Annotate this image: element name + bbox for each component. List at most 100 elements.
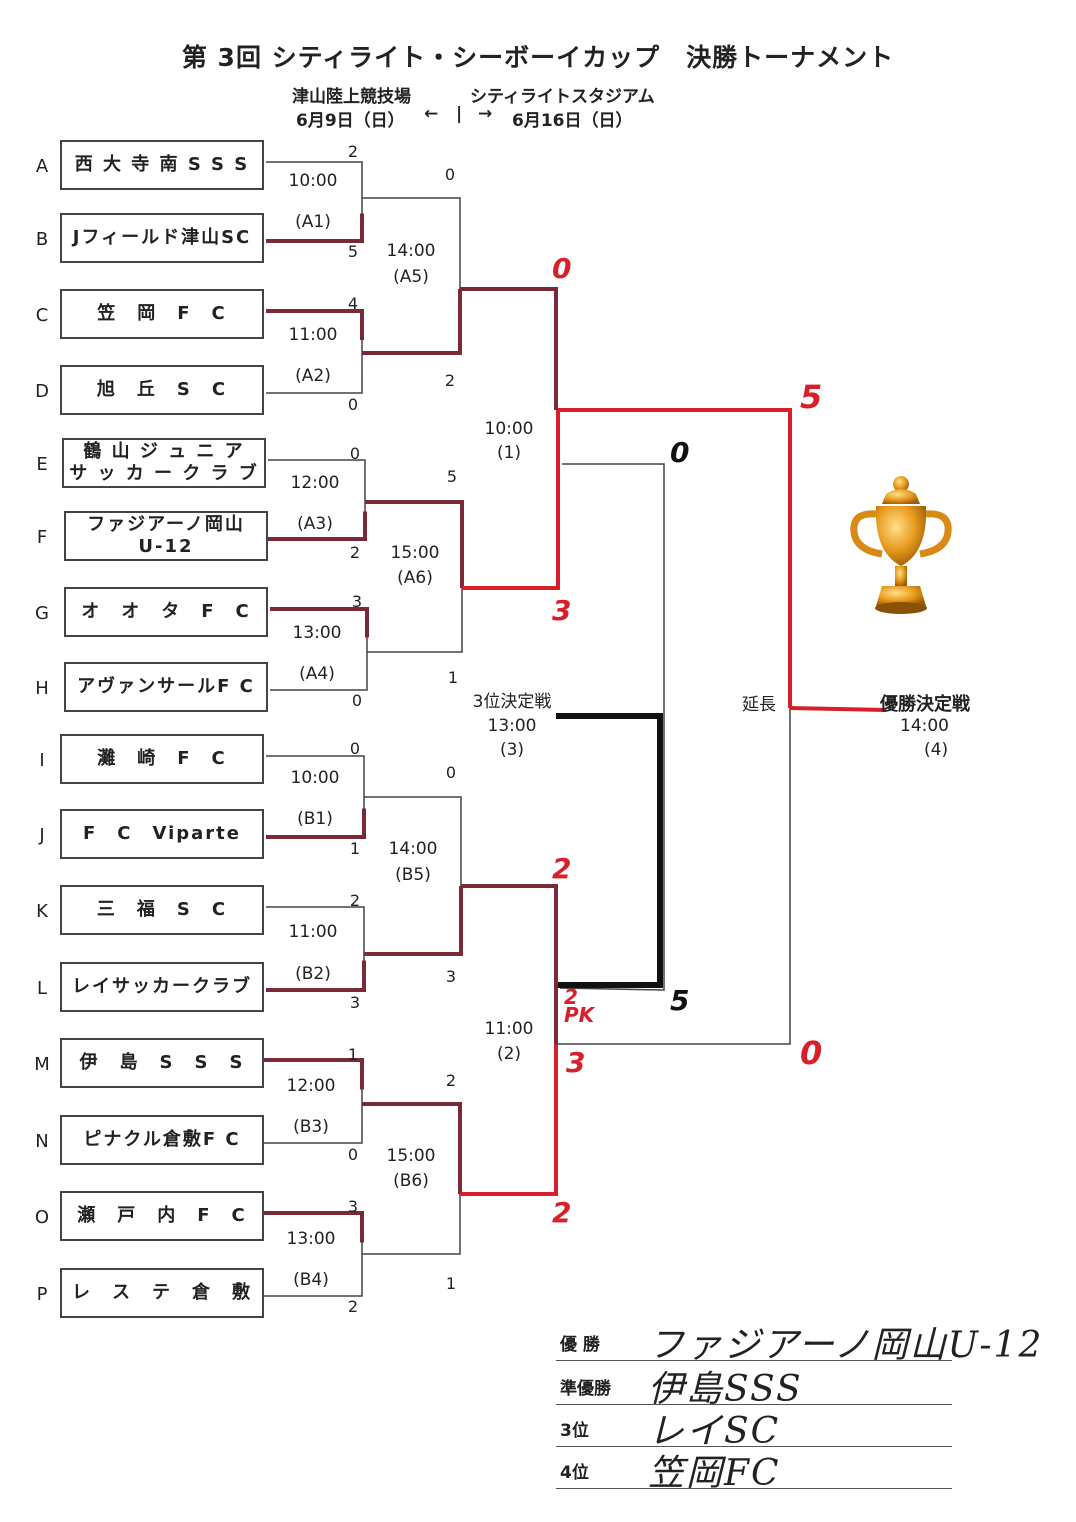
round1-score-bottom: 5 [347, 242, 359, 261]
third-place-block: 3位決定戦 13:00 (3) [462, 690, 562, 762]
team-box: 三 福 S C [60, 885, 264, 935]
result-label: 3位 [560, 1421, 589, 1441]
venue-right: シティライトスタジアム [470, 87, 655, 107]
round2-id: (A5) [393, 267, 429, 287]
final-id: (4) [924, 740, 949, 760]
round2-score-top: 5 [446, 467, 458, 486]
result-label: 優 勝 [560, 1335, 600, 1355]
team-box: レイサッカークラブ [60, 962, 264, 1012]
round1-score-bottom: 1 [349, 839, 361, 858]
team-letter: D [35, 381, 49, 402]
extra-time-label: 延長 [742, 695, 776, 715]
round1-time: 11:00 [288, 922, 338, 942]
round1-id: (B2) [295, 964, 331, 984]
round1-line-bottom [266, 340, 363, 394]
round1-score-top: 0 [349, 444, 361, 463]
round2-line-top [362, 197, 461, 289]
semi1-line-bottom [462, 410, 560, 590]
final-line-out [789, 706, 887, 712]
semi1-time: 10:00 [484, 419, 534, 439]
result-value: 笠岡FC [648, 1453, 781, 1494]
round1-score-bottom: 2 [347, 1297, 359, 1316]
round1-score-top: 3 [351, 592, 363, 611]
venue-left: 津山陸上競技場 [292, 87, 411, 107]
final-time: 14:00 [900, 716, 949, 736]
round2-line-bottom [367, 588, 463, 653]
round2-line-top [364, 796, 462, 886]
round1-id: (B3) [293, 1117, 329, 1137]
semi2-score-top: 2 [552, 852, 572, 885]
team-box: 旭 丘 S C [60, 365, 264, 415]
team-letter: M [34, 1054, 50, 1075]
round1-id: (A4) [299, 664, 335, 684]
round2-time: 14:00 [386, 241, 436, 261]
team-letter: B [35, 229, 49, 250]
result-underline [556, 1360, 952, 1361]
semi2-id: (2) [496, 1044, 522, 1064]
round1-time: 10:00 [288, 171, 338, 191]
round1-score-bottom: 0 [347, 395, 359, 414]
semi2-score-bottom: 2 [552, 1196, 572, 1229]
round1-line-top [266, 906, 365, 961]
round1-line-top [266, 309, 364, 340]
team-box: 瀬 戸 内 F C [60, 1191, 264, 1241]
final-score-top: 5 [800, 378, 823, 416]
third-place-score-top: 0 [670, 436, 690, 469]
round1-id: (A1) [295, 212, 331, 232]
round2-score-bottom: 1 [447, 668, 459, 687]
team-box: Jフィールド津山SC [60, 213, 264, 263]
third-place-id: (3) [499, 740, 525, 760]
round2-score-top: 2 [445, 1071, 457, 1090]
team-letter: A [35, 156, 49, 177]
round1-line-top [262, 1211, 364, 1243]
final-label: 優勝決定戦 [880, 694, 970, 715]
result-label: 4位 [560, 1463, 589, 1483]
team-letter: L [36, 978, 48, 999]
team-letter: E [36, 454, 48, 475]
round2-line-bottom [362, 289, 462, 355]
round1-line-bottom [270, 637, 368, 691]
team-letter: O [34, 1207, 50, 1228]
team-letter: F [36, 527, 48, 548]
round1-score-top: 4 [347, 294, 359, 313]
team-box: アヴァンサールF C [64, 662, 268, 712]
round1-time: 13:00 [292, 623, 342, 643]
result-label: 準優勝 [560, 1379, 611, 1399]
round1-time: 12:00 [290, 473, 340, 493]
round1-score-bottom: 2 [349, 543, 361, 562]
result-value: レイSC [648, 1411, 781, 1452]
round1-line-top [270, 607, 369, 638]
round1-id: (A2) [295, 366, 331, 386]
round1-score-top: 3 [347, 1197, 359, 1216]
team-box: オ オ タ F C [64, 587, 268, 637]
result-underline [556, 1404, 952, 1405]
round2-time: 15:00 [386, 1146, 436, 1166]
team-letter: N [35, 1131, 49, 1152]
semi2-pk-bottom: 3 [566, 1046, 586, 1079]
round2-score-bottom: 2 [444, 371, 456, 390]
team-box: 鶴 山 ジ ュ ニ ア サ ッ カ ー ク ラ ブ [62, 438, 266, 488]
result-underline [556, 1446, 952, 1447]
round1-score-top: 1 [347, 1045, 359, 1064]
round1-line-top [266, 161, 363, 214]
result-value: ファジアーノ岡山U-12 [648, 1325, 1044, 1366]
round2-score-bottom: 1 [445, 1274, 457, 1293]
round1-time: 11:00 [288, 325, 338, 345]
round1-score-bottom: 0 [347, 1145, 359, 1164]
round2-score-top: 0 [444, 165, 456, 184]
team-box: レ ス テ 倉 敷 [60, 1268, 264, 1318]
semi1-id: (1) [496, 443, 522, 463]
round1-time: 10:00 [290, 768, 340, 788]
semi2-line-bottom [460, 1044, 558, 1196]
round2-score-top: 0 [445, 763, 457, 782]
date-left: 6月9日（日） [296, 111, 405, 131]
round2-line-bottom [362, 1194, 461, 1255]
round1-score-top: 2 [349, 891, 361, 910]
round1-line-bottom [266, 808, 366, 839]
team-box: 伊 島 S S S [60, 1038, 264, 1088]
team-box: 灘 崎 F C [60, 734, 264, 784]
round1-id: (B4) [293, 1270, 329, 1290]
round1-id: (B1) [297, 809, 333, 829]
round2-score-bottom: 3 [445, 967, 457, 986]
third-place-bracket-outer [559, 463, 665, 991]
